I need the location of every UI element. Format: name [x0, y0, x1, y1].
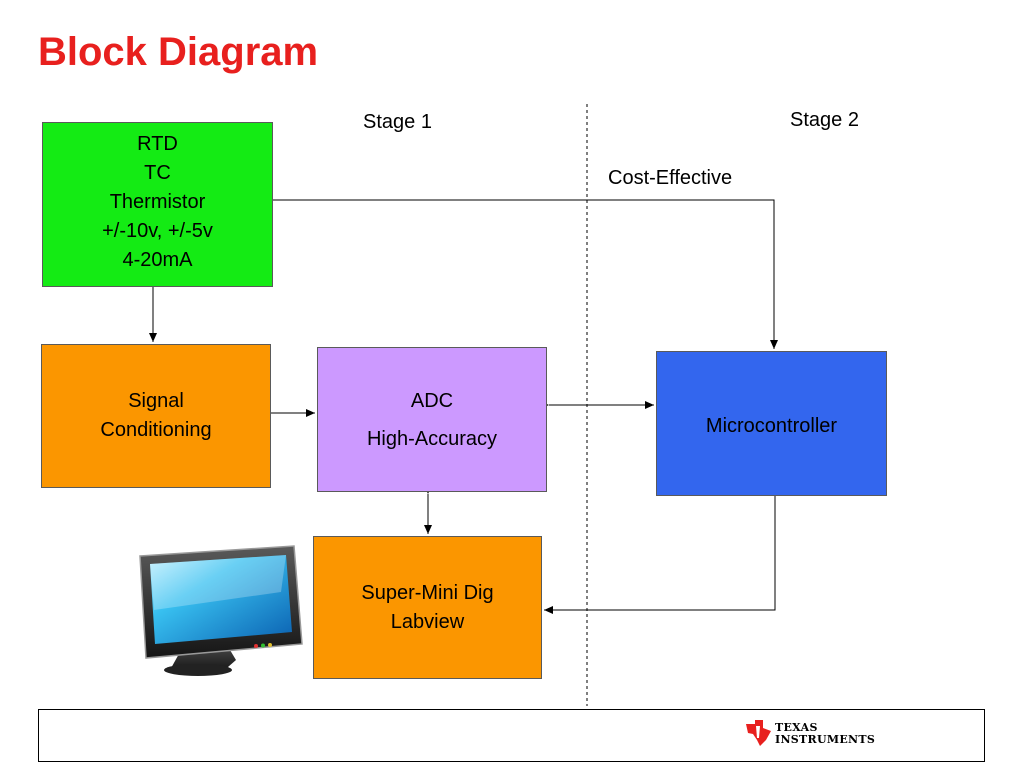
sensor-to-microcontroller-arrow: [273, 199, 778, 349]
super-mini-dig-line: Super-Mini Dig: [361, 581, 494, 604]
sensor-line: Thermistor: [109, 191, 206, 213]
microcontroller-to-dig-arrow: [544, 496, 776, 614]
texas-instruments-logo: TEXAS INSTRUMENTS: [744, 718, 884, 752]
signal-conditioning-line: Conditioning: [100, 419, 212, 441]
cost-effective-label: Cost-Effective: [608, 167, 733, 189]
sensor-line: +/-10v, +/-5v: [102, 220, 213, 242]
stage-2-label: Stage 2: [790, 109, 859, 131]
adc-line: ADC: [410, 389, 454, 412]
microcontroller-block: Microcontroller: [656, 351, 887, 496]
stage-1-label: Stage 1: [363, 111, 432, 133]
footer-bar: [38, 709, 985, 762]
ti-wordmark-line1: TEXAS: [775, 721, 818, 734]
sensor-inputs-block: RTD TC Thermistor +/-10v, +/-5v 4-20mA: [42, 122, 273, 287]
computer-monitor-icon: [139, 545, 303, 676]
ti-wordmark: TEXAS INSTRUMENTS: [775, 722, 875, 746]
page-title: Block Diagram: [38, 30, 319, 74]
ti-wordmark-line2: INSTRUMENTS: [775, 733, 876, 746]
sensor-line: RTD: [137, 133, 178, 155]
sensor-line: TC: [144, 162, 171, 184]
microcontroller-line: Microcontroller: [705, 415, 838, 437]
adc-block: ADC High-Accuracy: [317, 347, 547, 492]
signal-conditioning-block: Signal Conditioning: [41, 344, 271, 488]
super-mini-dig-block: Super-Mini Dig Labview: [313, 536, 542, 679]
sensor-line: 4-20mA: [122, 249, 193, 271]
adc-line: High-Accuracy: [366, 427, 498, 450]
ti-emblem-icon: [746, 720, 771, 746]
super-mini-dig-line: Labview: [390, 610, 465, 633]
signal-conditioning-line: Signal: [128, 390, 184, 412]
